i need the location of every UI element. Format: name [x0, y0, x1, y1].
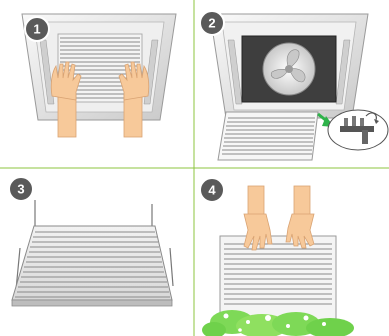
latch-detail-icon — [328, 110, 388, 150]
step-3-panel: 3 — [9, 177, 173, 306]
step-4-panel: 4 — [200, 178, 354, 336]
step-3-badge: 3 — [9, 177, 33, 201]
step-2-panel: 2 — [200, 11, 388, 160]
step-2-number: 2 — [208, 16, 215, 31]
step-3-number: 3 — [17, 182, 24, 197]
step-2-removed-grille — [218, 112, 318, 160]
step-1-number: 1 — [33, 22, 40, 37]
step-4-left-hand — [244, 186, 272, 250]
step-4-badge: 4 — [200, 178, 224, 202]
step-4-number: 4 — [208, 183, 216, 198]
step-1-badge: 1 — [25, 17, 49, 41]
step-4-right-hand — [286, 186, 314, 248]
fan-icon — [263, 43, 315, 95]
step-2-badge: 2 — [200, 11, 224, 35]
step-1-panel: 1 — [22, 14, 176, 137]
